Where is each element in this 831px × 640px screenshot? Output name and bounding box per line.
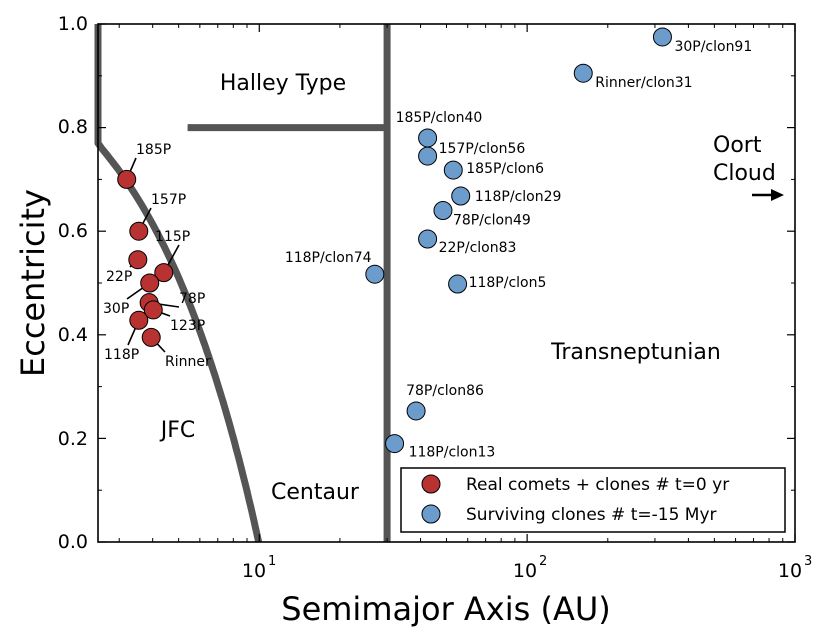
point-label-surviving: 118P/clon13 xyxy=(409,445,496,461)
point-real-comet xyxy=(143,300,163,320)
svg-text:3: 3 xyxy=(804,554,812,569)
y-tick-label: 0.2 xyxy=(58,428,88,450)
point-surviving-clone xyxy=(451,186,471,206)
point-surviving-clone xyxy=(433,200,453,220)
svg-text:1: 1 xyxy=(268,554,276,569)
point-label-surviving: 78P/clon86 xyxy=(406,383,484,399)
point-surviving-clone xyxy=(652,27,672,47)
point-real-comet xyxy=(154,263,174,283)
point-surviving-clone xyxy=(418,146,438,166)
point-real-comet xyxy=(140,273,160,293)
point-real-comet xyxy=(128,250,148,270)
point-label-surviving: 185P/clon6 xyxy=(466,161,544,177)
point-label-surviving: 118P/clon29 xyxy=(475,189,562,205)
y-tick-label: 0.4 xyxy=(58,324,88,346)
legend-box xyxy=(400,467,786,533)
y-tick-label: 0.8 xyxy=(58,116,88,138)
point-label-surviving: 30P/clon91 xyxy=(674,39,752,55)
point-surviving-clone xyxy=(365,264,385,284)
point-label-real: 22P xyxy=(106,269,132,285)
point-surviving-clone xyxy=(385,434,405,454)
point-real-comet xyxy=(129,310,149,330)
region-label-halley: Halley Type xyxy=(220,71,346,96)
plot-frame xyxy=(97,23,796,543)
region-label-oort-line2: Cloud xyxy=(713,161,776,186)
point-label-surviving: 118P/clon5 xyxy=(469,275,547,291)
y-tick-label: 0.0 xyxy=(58,531,88,553)
data-points: 185P 157P 22P 115P 30P 78P 123P 118P Rinner 30P/c… xyxy=(103,27,752,461)
point-label-surviving: 185P/clon40 xyxy=(396,110,483,126)
point-label-real: Rinner xyxy=(165,354,211,370)
oort-arrow-icon xyxy=(752,189,784,201)
point-surviving-clone xyxy=(573,63,593,83)
legend-marker-real xyxy=(421,474,441,494)
legend-label-surviving: Surviving clones # t=-15 Myr xyxy=(466,505,717,525)
legend-label-real: Real comets + clones # t=0 yr xyxy=(466,475,729,495)
point-surviving-clone xyxy=(443,160,463,180)
svg-text:10: 10 xyxy=(513,560,537,582)
point-surviving-clone xyxy=(448,274,468,294)
point-label-surviving: Rinner/clon31 xyxy=(595,75,692,91)
point-label-real: 30P xyxy=(103,301,129,317)
region-label-jfc: JFC xyxy=(159,418,196,443)
point-surviving-clone xyxy=(418,229,438,249)
point-label-surviving: 118P/clon74 xyxy=(285,250,372,266)
point-label-real: 115P xyxy=(155,229,190,245)
x-tick-label: 10 1 xyxy=(242,554,276,582)
y-tick-label: 1.0 xyxy=(58,13,88,35)
axis-ticks xyxy=(98,23,796,543)
point-label-surviving: 78P/clon49 xyxy=(453,212,531,228)
region-label-oort-line1: Oort xyxy=(713,133,762,158)
y-axis-label: Eccentricity xyxy=(14,189,52,377)
point-label-real: 157P xyxy=(151,192,186,208)
point-label-surviving: 157P/clon56 xyxy=(439,141,526,157)
svg-text:10: 10 xyxy=(778,560,802,582)
x-tick-label: 10 3 xyxy=(778,554,812,582)
svg-text:2: 2 xyxy=(539,554,547,569)
y-tick-label: 0.6 xyxy=(58,220,88,242)
point-real-comet xyxy=(129,221,149,241)
point-surviving-clone xyxy=(418,128,438,148)
point-surviving-clone xyxy=(406,401,426,421)
point-label-real: 78P xyxy=(179,291,205,307)
svg-text:10: 10 xyxy=(242,560,266,582)
region-label-transneptunian: Transneptunian xyxy=(550,340,721,365)
point-label-surviving: 22P/clon83 xyxy=(439,240,517,256)
point-label-real: 185P xyxy=(136,142,171,158)
point-label-real: 118P xyxy=(104,347,139,363)
point-label-real: 123P xyxy=(170,318,205,334)
legend: Real comets + clones # t=0 yr Surviving … xyxy=(400,467,786,533)
axis-tick-labels: 0.0 0.2 0.4 0.6 0.8 1.0 10 1 10 2 10 3 xyxy=(58,13,813,582)
legend-marker-surviving xyxy=(421,504,441,524)
region-label-centaur: Centaur xyxy=(271,480,360,505)
x-axis-label: Semimajor Axis (AU) xyxy=(281,590,610,628)
point-real-comet xyxy=(117,169,137,189)
point-real-comet xyxy=(141,327,161,347)
x-tick-label: 10 2 xyxy=(513,554,547,582)
